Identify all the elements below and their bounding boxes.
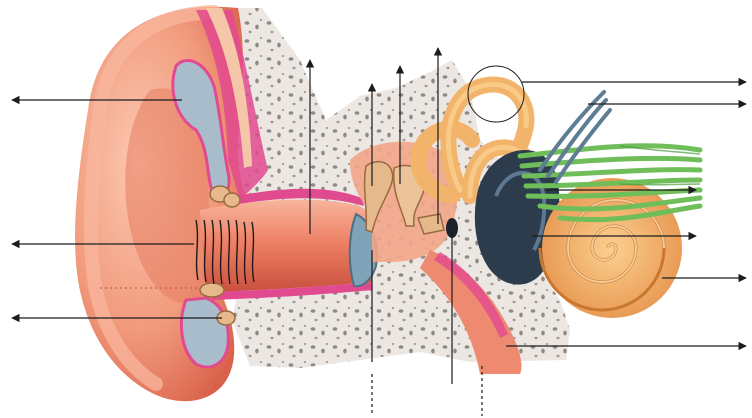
lower-blue-lobe xyxy=(181,298,228,367)
ear-canal xyxy=(200,200,372,292)
dotted-leaders xyxy=(372,366,482,416)
cochlea xyxy=(540,178,682,318)
